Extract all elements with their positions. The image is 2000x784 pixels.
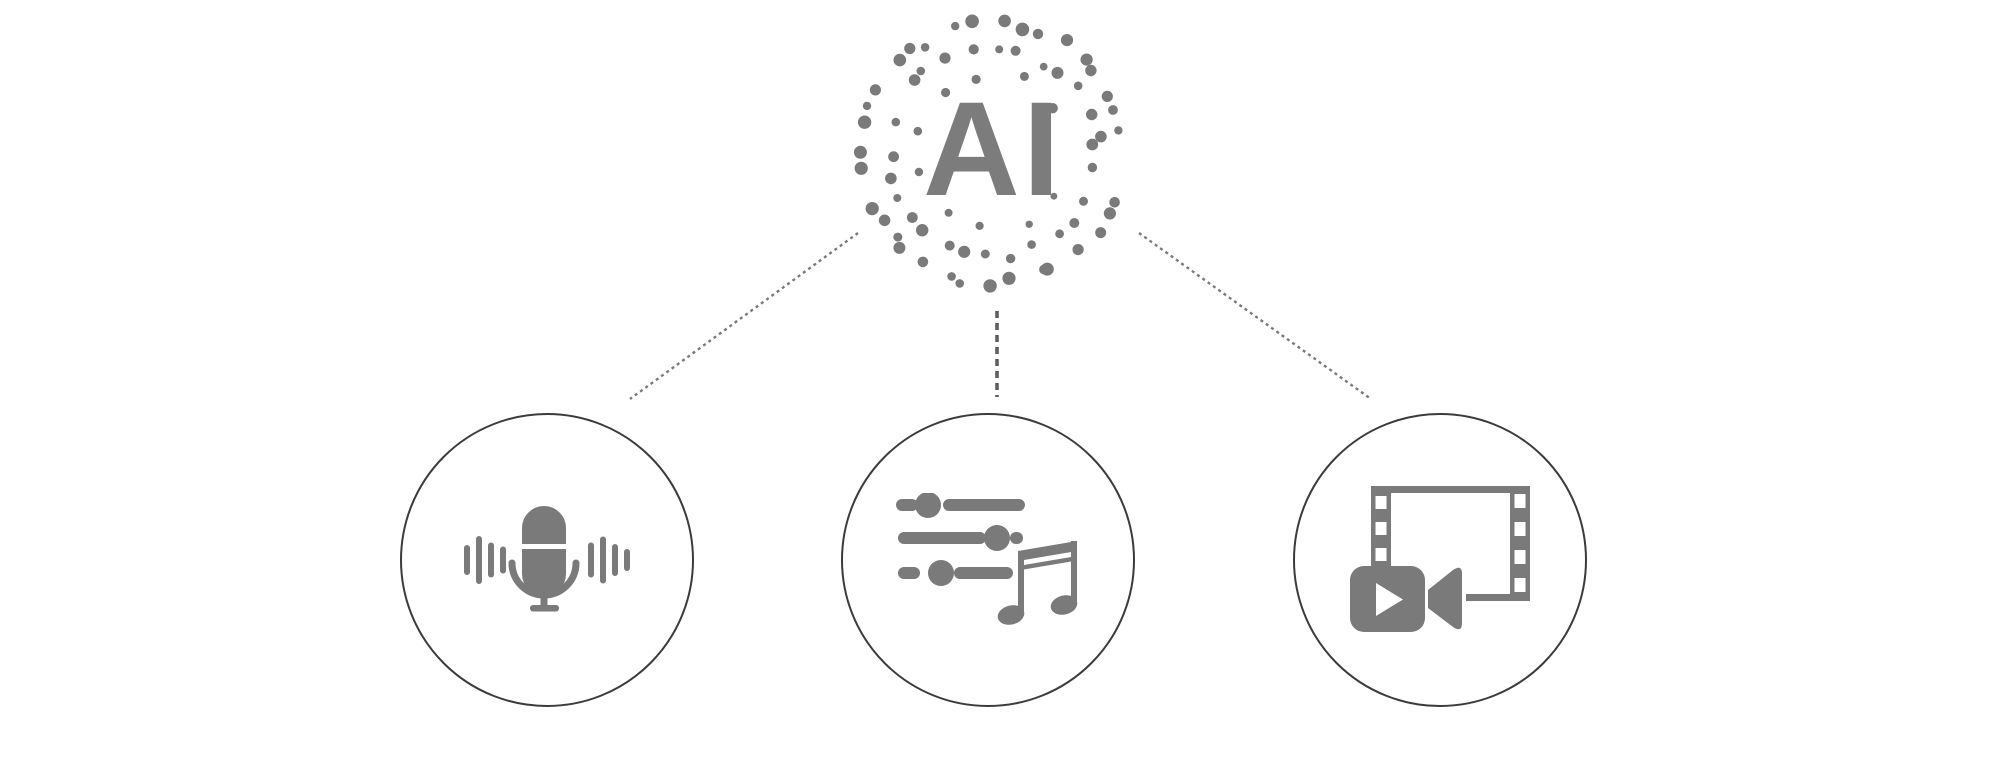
connector-ai-to-voice	[629, 232, 859, 400]
video-node-circle	[1293, 413, 1587, 707]
ai-label: AI	[923, 75, 1063, 224]
connector-ai-to-video	[1138, 232, 1372, 400]
voice-node-circle	[400, 413, 694, 707]
music-node-circle	[841, 413, 1135, 707]
film-strip-video-camera-icon	[1349, 486, 1530, 632]
ai-dotted-ring-icon	[853, 14, 1123, 293]
microphone-sound-waves-icon	[464, 506, 630, 612]
audio-mixer-music-note-icon	[895, 492, 1077, 625]
ai-node: AI	[853, 13, 1133, 293]
